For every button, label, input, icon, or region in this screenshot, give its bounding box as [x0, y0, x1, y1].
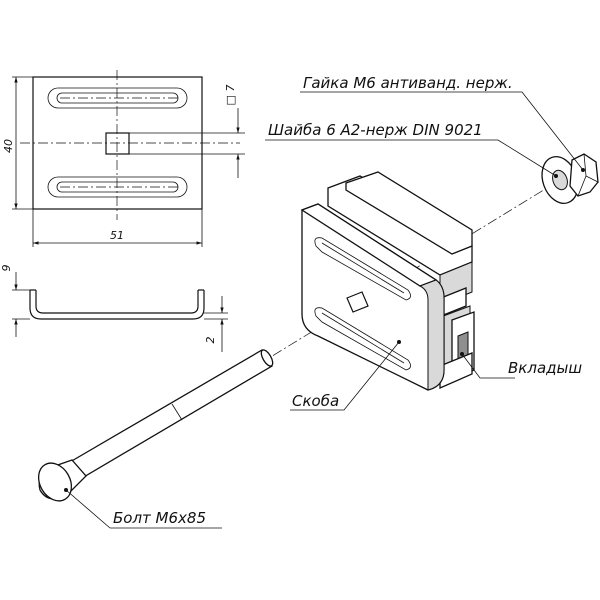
label-nut: Гайка М6 антиванд. нерж. — [303, 74, 513, 92]
square-hole — [105, 132, 130, 155]
label-bolt: Болт М6х85 — [113, 509, 206, 527]
label-insert: Вкладыш — [508, 359, 582, 377]
dim-thickness: 2 — [204, 337, 217, 344]
dim-hole: □ 7 — [224, 85, 237, 106]
upper-slot — [47, 87, 188, 109]
top-view: 40 51 □ 7 — [2, 70, 245, 247]
bolt-head — [37, 462, 73, 502]
bolt-shank — [69, 349, 273, 479]
dim-width: 51 — [110, 229, 124, 242]
clamp-square-hole — [346, 291, 369, 313]
label-washer: Шайба 6 А2-нерж DIN 9021 — [268, 121, 483, 139]
dim-depth: 9 — [0, 265, 13, 272]
label-clamp: Скоба — [292, 392, 339, 410]
bolt-part — [37, 349, 274, 502]
nut-part — [569, 153, 599, 197]
dim-height: 40 — [2, 139, 15, 153]
lower-slot — [47, 176, 188, 198]
leaders — [64, 91, 585, 529]
clamp-part — [300, 203, 445, 391]
profile-outer — [29, 290, 205, 320]
side-view: 9 2 — [0, 265, 228, 352]
